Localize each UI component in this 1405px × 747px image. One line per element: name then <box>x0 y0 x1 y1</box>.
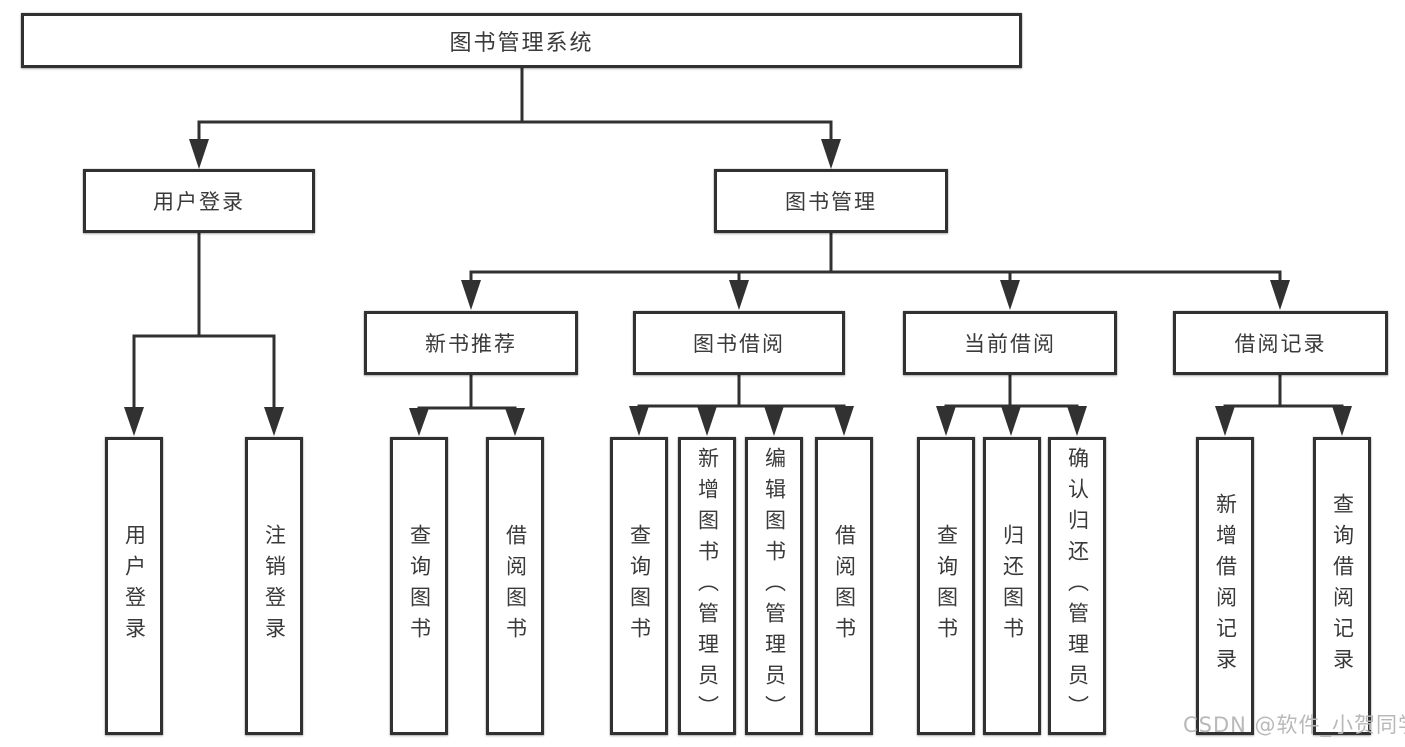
leaf-edit-books-admin: 编辑图书（管理员） <box>745 437 803 735</box>
leaf-add-borrow-record: 新增借阅记录 <box>1196 437 1254 735</box>
leaf-confirm-return-admin: 确认归还（管理员） <box>1048 437 1106 735</box>
arrowhead-icons <box>124 139 1352 436</box>
node-label: 查询图书 <box>934 524 959 648</box>
leaf-borrow-books-2: 借阅图书 <box>815 437 873 735</box>
node-label: 编辑图书（管理员） <box>762 446 787 726</box>
node-label: 新书推荐 <box>425 332 517 356</box>
node-label: 借阅图书 <box>503 524 528 648</box>
node-label: 图书管理系统 <box>449 30 594 56</box>
leaf-logout: 注销登录 <box>245 437 303 735</box>
leaf-user-login: 用户登录 <box>105 437 163 735</box>
node-label: 新增借阅记录 <box>1213 493 1238 679</box>
node-label: 查询图书 <box>627 524 652 648</box>
node-label: 图书管理 <box>785 190 877 214</box>
node-label: 归还图书 <box>1000 524 1025 648</box>
node-label: 注销登录 <box>262 524 287 648</box>
node-label: 查询借阅记录 <box>1330 493 1355 679</box>
node-borrowing-records: 借阅记录 <box>1173 311 1388 375</box>
node-book-borrowing: 图书借阅 <box>633 311 845 375</box>
node-new-book-recommendation: 新书推荐 <box>364 311 578 375</box>
node-current-borrowing: 当前借阅 <box>903 311 1117 375</box>
node-label: 借阅图书 <box>832 524 857 648</box>
node-label: 当前借阅 <box>964 332 1056 356</box>
leaf-query-books-1: 查询图书 <box>390 437 448 735</box>
node-label: 图书借阅 <box>693 332 785 356</box>
node-label: 用户登录 <box>122 524 147 648</box>
node-label: 查询图书 <box>407 524 432 648</box>
leaf-return-books: 归还图书 <box>983 437 1041 735</box>
leaf-borrow-books-1: 借阅图书 <box>486 437 544 735</box>
node-user-login: 用户登录 <box>83 169 315 233</box>
leaf-add-books-admin: 新增图书（管理员） <box>678 437 736 735</box>
node-book-management: 图书管理 <box>714 169 948 233</box>
node-library-system: 图书管理系统 <box>21 13 1022 68</box>
leaf-query-borrow-record: 查询借阅记录 <box>1313 437 1371 735</box>
node-label: 用户登录 <box>153 190 245 214</box>
node-label: 确认归还（管理员） <box>1065 446 1090 726</box>
leaf-query-books-3: 查询图书 <box>917 437 975 735</box>
leaf-query-books-2: 查询图书 <box>610 437 668 735</box>
node-label: 借阅记录 <box>1234 332 1327 356</box>
node-label: 新增图书（管理员） <box>695 446 720 726</box>
watermark: CSDN @软件_小贺同学 <box>1183 713 1405 737</box>
